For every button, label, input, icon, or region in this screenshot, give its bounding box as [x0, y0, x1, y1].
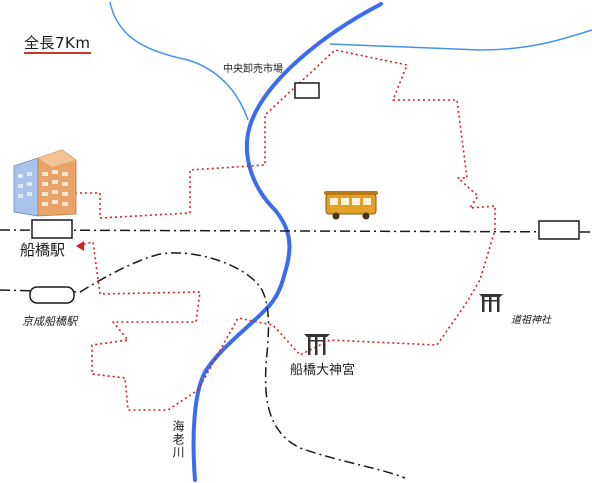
funabashi-station-label: 船橋駅: [20, 241, 66, 259]
ebi-river: [191, 2, 383, 482]
dosojinja-label: 道祖神社: [511, 315, 551, 326]
tributary-stream-north: [109, 1, 249, 121]
keisei-railway-line: [0, 252, 406, 479]
east-station-box: [538, 220, 580, 240]
tram-car-icon: [324, 191, 378, 220]
central-market-box: [294, 82, 320, 99]
ebi-river-label: 海老川: [171, 420, 185, 459]
total-length-label: 全長7Km: [24, 34, 91, 54]
keisei-funabashi-station-label: 京成船橋駅: [22, 315, 77, 328]
central-market-label: 中央卸売市場: [223, 64, 283, 75]
funabashi-daijingu-label: 船橋大神宮: [290, 363, 356, 378]
jr-railway-line: [0, 229, 592, 233]
torii-shrine-icon: [479, 294, 503, 312]
torii-shrine-icon: [304, 334, 330, 355]
keisei-funabashi-station-box: [29, 286, 75, 304]
funabashi-station-box: [31, 219, 73, 239]
tributary-stream-east: [329, 29, 592, 51]
route-end-arrowhead: [76, 241, 84, 251]
building-icon: [13, 149, 77, 217]
